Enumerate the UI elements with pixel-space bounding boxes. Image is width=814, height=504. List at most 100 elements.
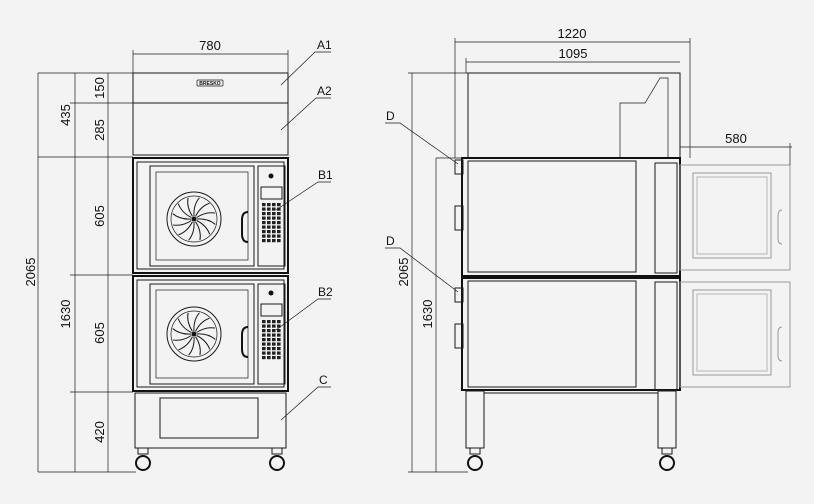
dim-605-top: 605 <box>92 205 107 227</box>
keypad-key <box>262 347 266 351</box>
keypad-key <box>267 338 271 342</box>
keypad-key <box>267 333 271 337</box>
side-wheel-mount-back <box>661 447 673 455</box>
leader-c <box>280 386 331 421</box>
keypad-key <box>272 234 276 238</box>
leader-b2 <box>275 298 331 331</box>
keypad-key <box>262 221 266 225</box>
oven-b2 <box>132 275 289 392</box>
ghost-handle-lower <box>777 326 783 362</box>
handle-b2 <box>241 326 249 358</box>
oven-b1-window <box>155 171 249 261</box>
keypad-key <box>272 207 276 211</box>
keypad-key <box>272 329 276 333</box>
fan-blade <box>187 312 193 332</box>
control-panel-b1 <box>257 165 286 267</box>
keypad-key <box>272 212 276 216</box>
fan-blade <box>178 221 193 236</box>
dim-2065-front: 2065 <box>23 258 38 287</box>
oven-b2-frame <box>136 279 285 388</box>
fan-blade <box>196 220 211 235</box>
fan-blade <box>196 333 216 340</box>
keypad-key <box>272 324 276 328</box>
keypad-key <box>277 221 281 225</box>
brand-plate <box>196 79 224 87</box>
fan-b1-hub <box>191 216 197 222</box>
display-b2 <box>260 303 283 317</box>
keypad-key <box>272 351 276 355</box>
leader-d-lower <box>385 247 459 293</box>
side-oven-lower <box>461 277 681 391</box>
keypad-key <box>277 324 281 328</box>
keypad-key <box>277 347 281 351</box>
knob-b2 <box>268 290 274 296</box>
fan-blade <box>188 221 195 241</box>
ghost-door-lower-frame <box>692 289 772 376</box>
fan-blade <box>177 203 192 218</box>
side-door-lower <box>654 281 678 391</box>
fan-b1-inner <box>170 195 218 243</box>
control-panel-b2 <box>257 283 286 385</box>
keypad-key <box>277 338 281 342</box>
handle-b1 <box>241 211 249 243</box>
callout-d-upper: D <box>386 109 395 123</box>
leader-d-upper <box>385 122 459 165</box>
keypad-key <box>262 324 266 328</box>
keypad-key <box>272 338 276 342</box>
side-hinge-lower <box>454 287 464 303</box>
fan-blade <box>196 335 211 350</box>
door-swing-ghost <box>679 164 791 388</box>
dim-150: 150 <box>92 77 107 99</box>
fan-b2-inner <box>170 310 218 358</box>
side-connector-upper <box>454 205 464 231</box>
fan-blade <box>177 318 192 333</box>
fan-blade <box>178 336 193 351</box>
keypad-key <box>262 207 266 211</box>
front-wheels <box>135 447 285 471</box>
keypad-key <box>267 347 271 351</box>
dim-285: 285 <box>92 119 107 141</box>
leader-b1 <box>275 181 331 211</box>
side-door-upper <box>654 162 678 274</box>
keypad-key <box>267 225 271 229</box>
callout-b1: B1 <box>318 168 333 182</box>
wheel-mount-right <box>271 447 283 455</box>
keypad-key <box>267 342 271 346</box>
dim-605-bottom: 605 <box>92 322 107 344</box>
keypad-key <box>277 356 281 360</box>
fan-blade <box>187 197 193 217</box>
keypad-key <box>277 207 281 211</box>
fan-blade <box>172 213 192 220</box>
wheel-right <box>269 455 285 471</box>
keypad-key <box>277 239 281 243</box>
fan-blade <box>196 218 216 225</box>
knob-b1 <box>268 173 274 179</box>
ghost-door-upper-frame <box>692 172 772 259</box>
oven-b1-door <box>149 165 255 267</box>
fan-b2-outer <box>166 306 222 362</box>
leader-a2 <box>280 97 331 131</box>
keypad-key <box>267 221 271 225</box>
side-wheel-mount-front <box>469 447 481 455</box>
side-wheel-back <box>659 455 675 471</box>
fan-blade <box>195 221 201 241</box>
fan-blade <box>193 197 200 217</box>
keypad-key <box>267 203 271 207</box>
dim-780: 780 <box>199 38 221 53</box>
dim-2065-side: 2065 <box>396 258 411 287</box>
keypad-key <box>267 207 271 211</box>
fan-blade <box>195 336 201 356</box>
dim-580: 580 <box>725 131 747 146</box>
keypad-key <box>272 333 276 337</box>
display-b1 <box>260 186 283 200</box>
keypad-key <box>272 203 276 207</box>
keypad-b2 <box>262 320 281 360</box>
keypad-key <box>262 225 266 229</box>
ghost-handle-upper <box>777 209 783 245</box>
keypad-key <box>262 342 266 346</box>
fan-blade <box>196 212 216 218</box>
side-view: 1220 1095 580 2065 1630 D D <box>385 26 792 473</box>
callout-c: C <box>319 373 328 387</box>
fan-blade <box>172 220 192 226</box>
keypad-key <box>262 212 266 216</box>
